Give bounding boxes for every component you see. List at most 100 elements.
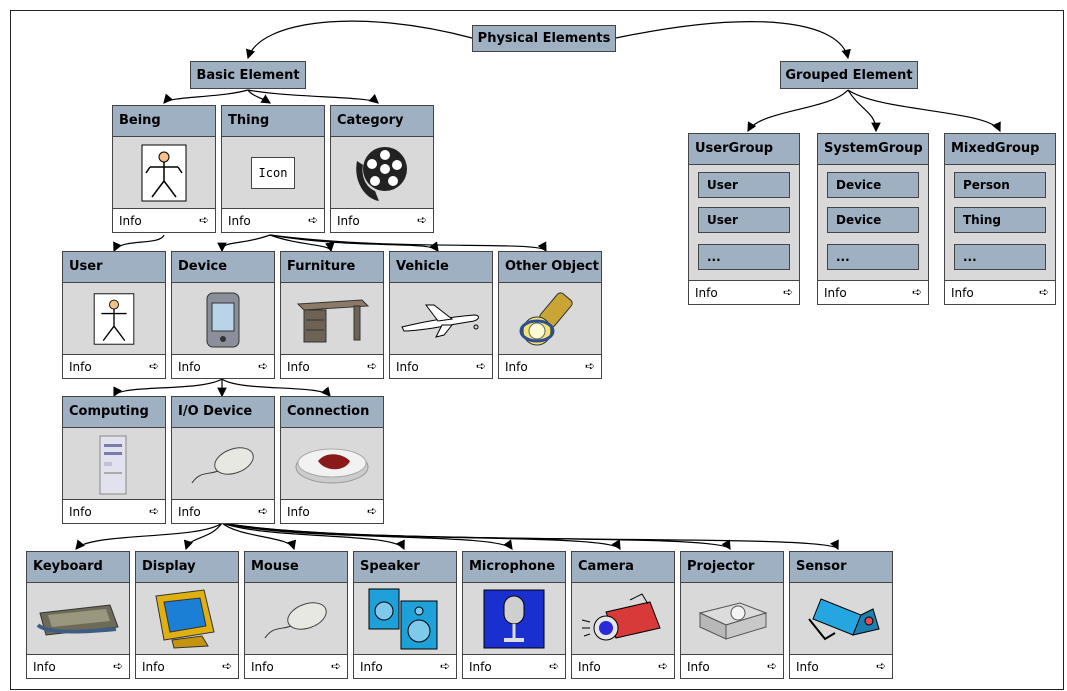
card-title: Microphone: [463, 552, 565, 583]
card-title: Projector: [681, 552, 783, 583]
card-sensor: Sensor Info ➪: [789, 551, 893, 679]
film-reel-icon: [331, 137, 433, 209]
card-title: SystemGroup: [818, 134, 928, 165]
group-card-usergroup: UserGroup User User ... Info ➪: [688, 133, 800, 305]
info-link[interactable]: Info: [245, 654, 347, 678]
arrow-right-icon[interactable]: ➪: [366, 504, 377, 518]
card-title: Sensor: [790, 552, 892, 583]
info-link[interactable]: Info: [222, 208, 324, 232]
arrow-right-icon[interactable]: ➪: [548, 659, 559, 673]
arrow-right-icon[interactable]: ➪: [307, 213, 318, 227]
card-title: Computing: [63, 397, 165, 428]
group-card-mixedgroup: MixedGroup Person Thing ... Info ➪: [944, 133, 1056, 305]
connection-icon: [281, 428, 383, 500]
group-item[interactable]: Device: [827, 172, 919, 198]
info-link[interactable]: Info: [945, 280, 1055, 304]
arrow-right-icon[interactable]: ➪: [198, 213, 209, 227]
arrow-right-icon[interactable]: ➪: [439, 659, 450, 673]
grouped-element-node[interactable]: Grouped Element: [780, 61, 918, 89]
card-connection: Connection Info ➪: [280, 396, 384, 524]
arrow-right-icon[interactable]: ➪: [416, 213, 427, 227]
arrow-right-icon[interactable]: ➪: [584, 359, 595, 373]
card-io-device: I/O Device Info ➪: [171, 396, 275, 524]
group-item[interactable]: ...: [698, 244, 790, 270]
card-title: Speaker: [354, 552, 456, 583]
arrow-right-icon[interactable]: ➪: [366, 359, 377, 373]
card-thing: Thing Icon Info ➪: [221, 105, 325, 233]
card-title: User: [63, 252, 165, 283]
group-item[interactable]: User: [698, 172, 790, 198]
info-link[interactable]: Info: [136, 654, 238, 678]
info-link[interactable]: Info: [390, 354, 492, 378]
card-title: Connection: [281, 397, 383, 428]
card-vehicle: Vehicle Info ➪: [389, 251, 493, 379]
card-title: Being: [113, 106, 215, 137]
card-projector: Projector Info ➪: [680, 551, 784, 679]
arrow-right-icon[interactable]: ➪: [221, 659, 232, 673]
info-link[interactable]: Info: [63, 354, 165, 378]
arrow-right-icon[interactable]: ➪: [330, 659, 341, 673]
arrow-right-icon[interactable]: ➪: [875, 659, 886, 673]
info-link[interactable]: Info: [27, 654, 129, 678]
info-link[interactable]: Info: [818, 280, 928, 304]
pda-icon: [172, 283, 274, 355]
group-item[interactable]: User: [698, 207, 790, 233]
stick-figure-icon: [113, 137, 215, 209]
info-link[interactable]: Info: [331, 208, 433, 232]
arrow-right-icon[interactable]: ➪: [148, 359, 159, 373]
card-title: Camera: [572, 552, 674, 583]
info-link[interactable]: Info: [790, 654, 892, 678]
basic-element-node[interactable]: Basic Element: [190, 61, 306, 89]
root-node[interactable]: Physical Elements: [472, 25, 616, 52]
camera-icon: [572, 583, 674, 655]
stick-figure-icon: [63, 283, 165, 355]
info-link[interactable]: Info: [354, 654, 456, 678]
group-item[interactable]: Thing: [954, 207, 1046, 233]
card-title: I/O Device: [172, 397, 274, 428]
group-item[interactable]: Device: [827, 207, 919, 233]
group-item[interactable]: ...: [954, 244, 1046, 270]
arrow-right-icon[interactable]: ➪: [148, 504, 159, 518]
card-device: Device Info ➪: [171, 251, 275, 379]
card-title: Thing: [222, 106, 324, 137]
info-link[interactable]: Info: [63, 499, 165, 523]
info-link[interactable]: Info: [681, 654, 783, 678]
info-link[interactable]: Info: [499, 354, 601, 378]
card-mouse: Mouse Info ➪: [244, 551, 348, 679]
card-being: Being Info ➪: [112, 105, 216, 233]
info-link[interactable]: Info: [172, 354, 274, 378]
speaker-icon: [354, 583, 456, 655]
card-category: Category Info ➪: [330, 105, 434, 233]
card-display: Display Info ➪: [135, 551, 239, 679]
arrow-right-icon[interactable]: ➪: [1038, 285, 1049, 299]
info-link[interactable]: Info: [689, 280, 799, 304]
card-title: Mouse: [245, 552, 347, 583]
arrow-right-icon[interactable]: ➪: [257, 504, 268, 518]
card-other-object: Other Object Info ➪: [498, 251, 602, 379]
card-microphone: Microphone Info ➪: [462, 551, 566, 679]
info-link[interactable]: Info: [281, 354, 383, 378]
info-link[interactable]: Info: [113, 208, 215, 232]
arrow-right-icon[interactable]: ➪: [112, 659, 123, 673]
projector-icon: [681, 583, 783, 655]
info-link[interactable]: Info: [572, 654, 674, 678]
airplane-icon: [390, 283, 492, 355]
group-item[interactable]: Person: [954, 172, 1046, 198]
arrow-right-icon[interactable]: ➪: [911, 285, 922, 299]
card-user: User Info ➪: [62, 251, 166, 379]
arrow-right-icon[interactable]: ➪: [766, 659, 777, 673]
info-link[interactable]: Info: [463, 654, 565, 678]
card-title: Keyboard: [27, 552, 129, 583]
info-link[interactable]: Info: [172, 499, 274, 523]
info-link[interactable]: Info: [281, 499, 383, 523]
group-item[interactable]: ...: [827, 244, 919, 270]
computer-tower-icon: [63, 428, 165, 500]
arrow-right-icon[interactable]: ➪: [257, 359, 268, 373]
sensor-icon: [790, 583, 892, 655]
card-furniture: Furniture Info ➪: [280, 251, 384, 379]
arrow-right-icon[interactable]: ➪: [782, 285, 793, 299]
arrow-right-icon[interactable]: ➪: [475, 359, 486, 373]
card-camera: Camera Info ➪: [571, 551, 675, 679]
arrow-right-icon[interactable]: ➪: [657, 659, 668, 673]
